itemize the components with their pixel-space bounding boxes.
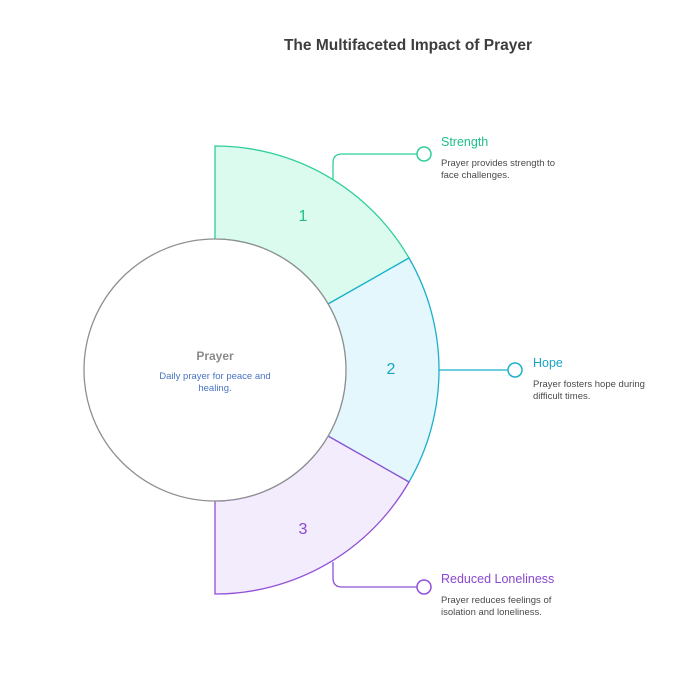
center-title: Prayer — [196, 349, 234, 363]
label-strength: Strength — [441, 135, 489, 149]
diagram-title: The Multifaceted Impact of Prayer — [283, 37, 533, 54]
segment-number-hope: 2 — [386, 361, 396, 378]
description-reduced-loneliness: Prayer reduces feelings of isolation and… — [441, 595, 552, 618]
segment-number-reduced-loneliness: 3 — [298, 521, 308, 538]
connector-reduced-loneliness — [332, 562, 417, 588]
connector-dot-reduced-loneliness — [416, 579, 432, 595]
label-reduced-loneliness: Reduced Loneliness — [441, 572, 555, 586]
connector-dot-hope — [507, 362, 523, 378]
label-hope: Hope — [533, 356, 563, 370]
connector-strength — [332, 153, 417, 180]
description-hope: Prayer fosters hope during difficult tim… — [533, 379, 645, 402]
connector-dot-strength — [416, 146, 432, 162]
center-circle — [83, 238, 347, 502]
description-strength: Prayer provides strength to face challen… — [441, 158, 556, 181]
segment-number-strength: 1 — [298, 208, 308, 225]
center-description: Daily prayer for peace and healing. — [159, 371, 271, 394]
